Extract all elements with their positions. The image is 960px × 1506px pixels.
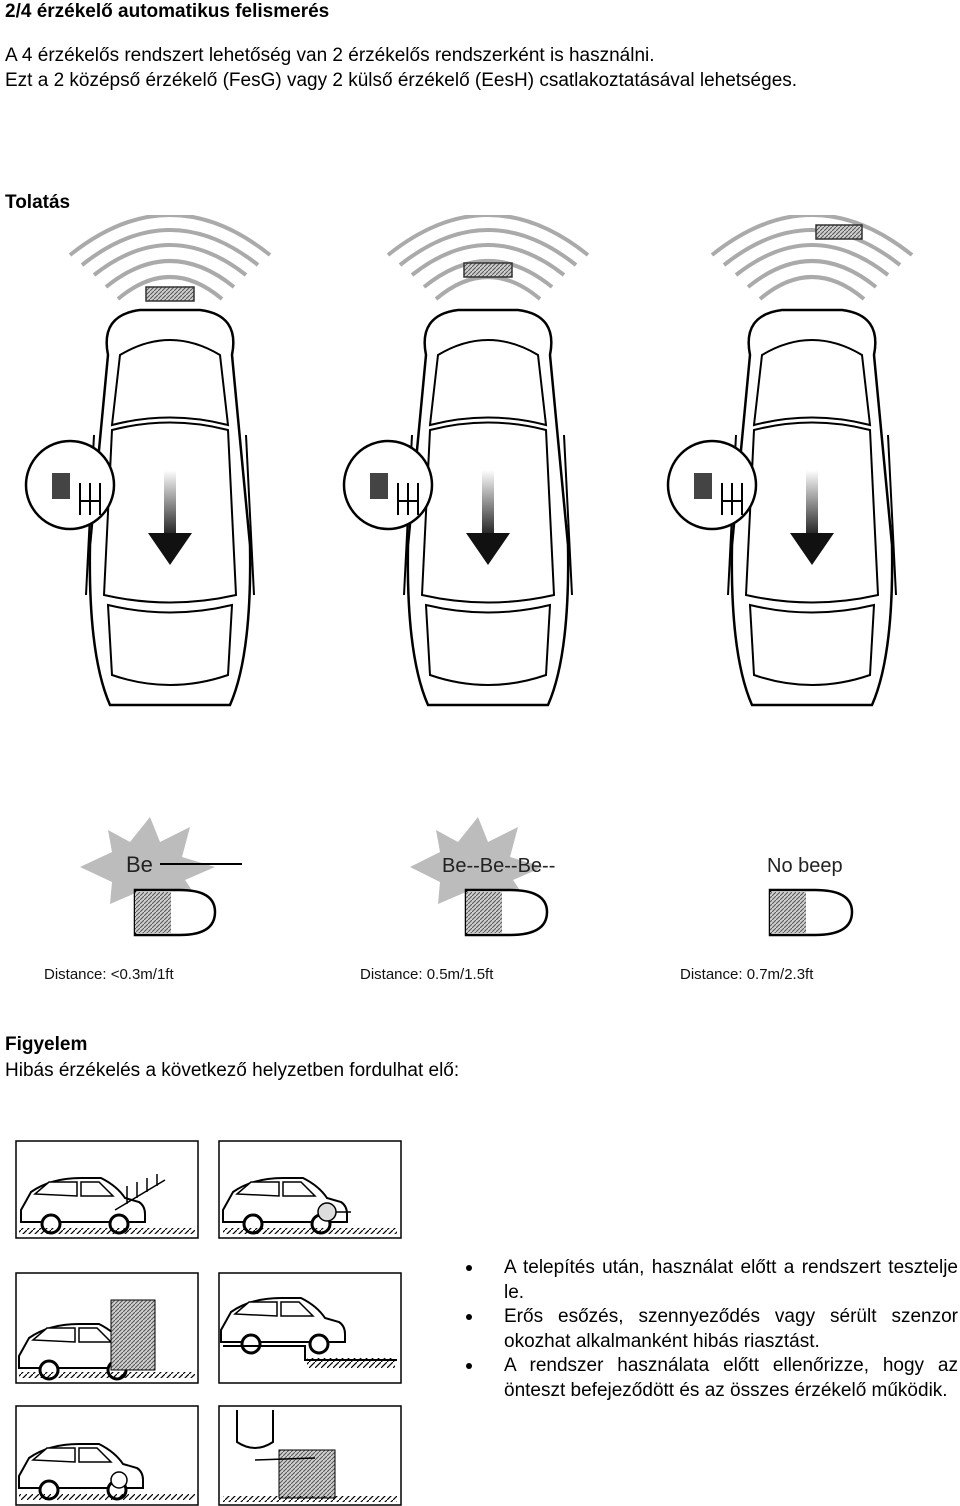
obstacle-mid <box>463 262 513 278</box>
notes-list: A telepítés után, használat előtt a rend… <box>462 1256 958 1403</box>
panel-mid: Be--Be--Be-- Distance: 0.5m/1.5ft <box>360 817 555 983</box>
sound-label: Be <box>126 852 153 877</box>
intro-line-2: Ezt a 2 középső érzékelő (FesG) vagy 2 k… <box>5 70 798 91</box>
false-detection-scenarios <box>15 1140 402 1506</box>
bullet-icon <box>466 1363 472 1369</box>
note-item: Erős esőzés, szennyeződés vagy sérült sz… <box>462 1305 958 1354</box>
sound-label: Be--Be--Be-- <box>442 855 555 877</box>
note-text: Erős esőzés, szennyeződés vagy sérült sz… <box>504 1306 958 1352</box>
bullet-icon <box>466 1265 472 1271</box>
panel-near: Be Distance: <0.3m/1ft <box>44 817 242 983</box>
obstacle-far <box>815 224 863 240</box>
intro-paragraph: A 4 érzékelős rendszert lehetőség van 2 … <box>5 43 797 93</box>
page-title: 2/4 érzékelő automatikus felismerés <box>5 1 330 22</box>
warning-text: Hibás érzékelés a következő helyzetben f… <box>5 1060 460 1081</box>
panel-far: No beep Distance: 0.7m/2.3ft <box>680 855 854 983</box>
note-text: A telepítés után, használat előtt a rend… <box>504 1257 958 1303</box>
scenario-high-obstacle <box>218 1405 402 1506</box>
note-item: A rendszer használata előtt ellenőrizze,… <box>462 1354 958 1403</box>
scenario-small-object <box>218 1140 402 1239</box>
note-item: A telepítés után, használat előtt a rend… <box>462 1256 958 1305</box>
distance-panels: Be Distance: <0.3m/1ft Be--Be--Be-- Dist… <box>44 817 854 983</box>
distance-label: Distance: 0.5m/1.5ft <box>360 966 494 983</box>
note-text: A rendszer használata előtt ellenőrizze,… <box>504 1355 958 1401</box>
sound-label: No beep <box>767 855 843 877</box>
obstacle-near <box>145 286 195 302</box>
scenario-step <box>218 1272 402 1384</box>
scenario-slope <box>15 1140 199 1239</box>
scenario-ball <box>15 1405 199 1506</box>
intro-line-1: A 4 érzékelős rendszert lehetőség van 2 … <box>5 45 655 66</box>
reversing-illustrations <box>24 215 914 707</box>
scenario-wall <box>15 1272 199 1384</box>
warning-heading: Figyelem <box>5 1034 88 1055</box>
distance-label: Distance: <0.3m/1ft <box>44 966 174 983</box>
distance-label: Distance: 0.7m/2.3ft <box>680 966 814 983</box>
bullet-icon <box>466 1314 472 1320</box>
section-title-reversing: Tolatás <box>5 192 71 213</box>
